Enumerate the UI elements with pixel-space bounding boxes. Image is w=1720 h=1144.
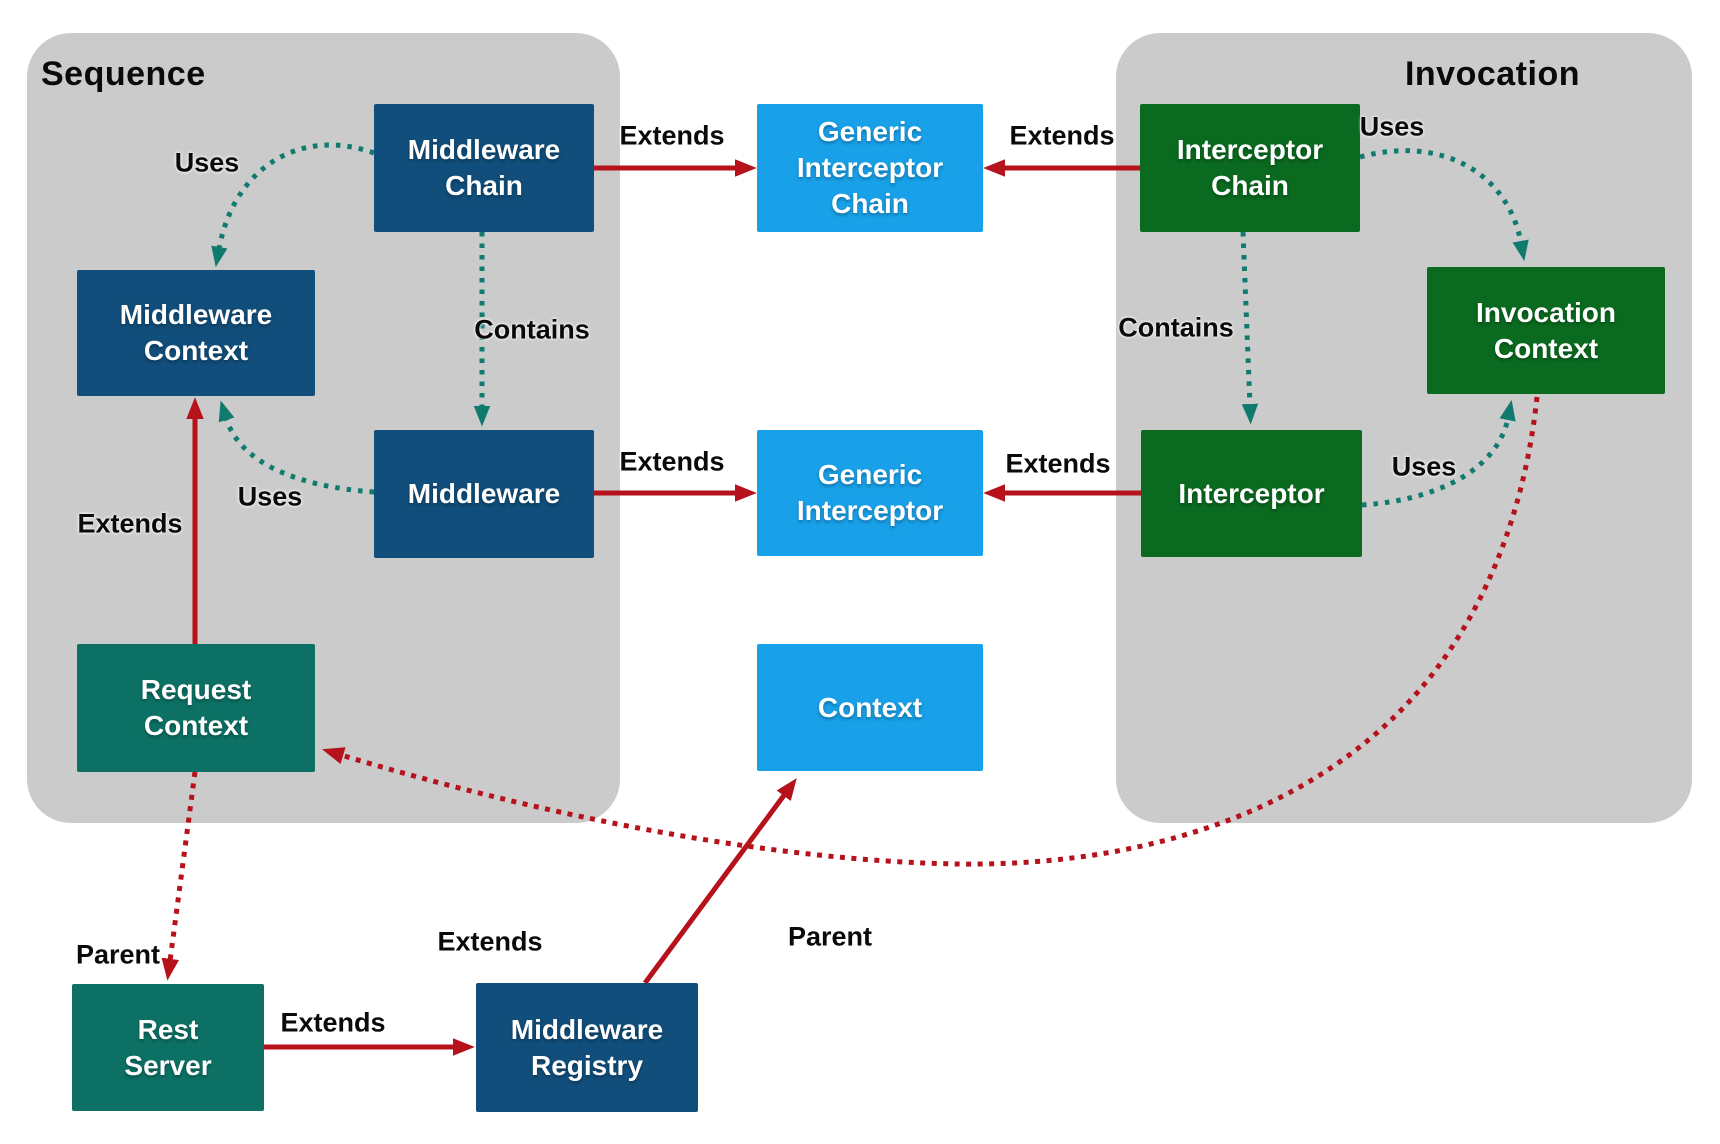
edge-label-extends-bottom: Extends [280, 1007, 386, 1038]
node-label-line: Context [1493, 332, 1599, 364]
group-title-invocation: Invocation [1404, 55, 1580, 93]
node-label-line: Server [124, 1049, 212, 1081]
edge-label-uses-mid-right: Uses [1391, 451, 1457, 482]
node-interceptor: Interceptor [1141, 430, 1362, 557]
edge-label-extends-mid-right: Extends [1005, 448, 1111, 479]
edge-label-uses-top-left: Uses [174, 147, 240, 178]
node-label-line: Middleware [407, 478, 561, 509]
edge-label-extends-mid-left: Extends [619, 446, 725, 477]
node-label-line: Chain [831, 188, 909, 219]
arrow-parent-invocation-context-to-request-context [322, 396, 1540, 867]
node-label-line: Request [140, 674, 252, 705]
node-label-line: Context [143, 710, 249, 741]
node-middleware: Middleware [374, 430, 594, 558]
node-label-line: Middleware [407, 134, 561, 165]
node-label-line: Middleware [119, 299, 273, 330]
node-label-line: Context [143, 335, 249, 366]
arrow-uses-interceptor-to-invocation-context [1361, 399, 1516, 508]
group-title-sequence: Sequence [41, 55, 206, 93]
node-label-line: Registry [530, 1049, 644, 1081]
edge-label-extends-top-right: Extends [1009, 120, 1115, 151]
node-label-line: Chain [1211, 170, 1289, 201]
node-label-line: Interceptor [796, 495, 944, 526]
edge-label-contains-left: Contains [474, 314, 590, 345]
node-label-line: Interceptor [796, 152, 944, 183]
edge-label-extends-diagonal: Extends [437, 926, 543, 957]
arrow-extends-middleware-registry-to-context [642, 778, 797, 985]
node-label-line: Rest [137, 1013, 199, 1045]
node-label-line: Interceptor [1178, 477, 1325, 509]
edge-label-uses-mid-left: Uses [237, 481, 303, 512]
arrow-parent-request-context-to-rest-server [161, 771, 198, 981]
arrow-uses-interceptor-chain-to-invocation-context [1359, 148, 1529, 262]
node-label-line: Generic [817, 116, 923, 147]
edge-label-parent-middle: Parent [787, 921, 873, 952]
node-label-line: Middleware [510, 1013, 664, 1045]
node-label-line: Chain [445, 170, 523, 201]
node-label-line: Context [817, 691, 923, 723]
node-label-line: Invocation [1475, 296, 1616, 328]
node-label-line: Generic [817, 459, 923, 490]
edge-label-parent-left: Parent [75, 939, 161, 970]
arrow-uses-middleware-chain-to-middleware-context [211, 142, 375, 268]
arrow-uses-middleware-to-middleware-context [218, 400, 375, 495]
node-label-line: Interceptor [1176, 134, 1324, 165]
edge-label-uses-top-right: Uses [1359, 111, 1425, 142]
arrow-contains-interceptor-chain-to-interceptor [1240, 231, 1259, 425]
edge-label-contains-right: Contains [1118, 312, 1234, 343]
edge-label-extends-top-left: Extends [619, 120, 725, 151]
edge-label-extends-left-vertical: Extends [77, 508, 183, 539]
node-context: Context [757, 644, 983, 771]
